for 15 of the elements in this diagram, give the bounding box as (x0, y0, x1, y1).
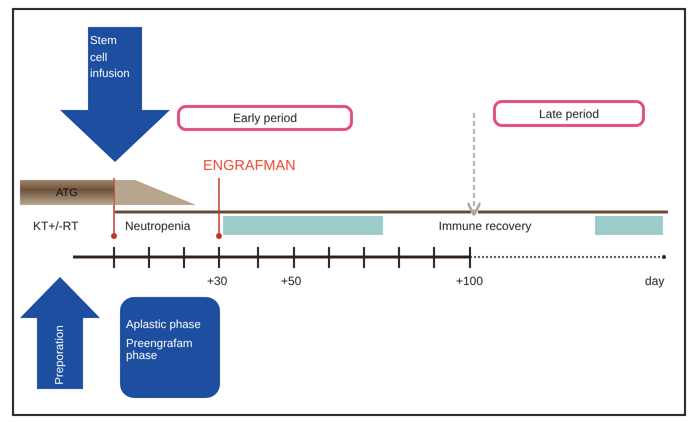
phase-label: Neutropenia (125, 219, 190, 233)
arrow-label: Preporation (54, 324, 66, 387)
treatment-band: ATG (20, 180, 114, 205)
arrow (466, 113, 482, 217)
tick-label: +100 (456, 274, 484, 288)
arrow-label: Stem cell infusion (90, 34, 131, 82)
period-box: Late period (493, 100, 645, 127)
phase-label: KT+/-RT (33, 219, 78, 233)
phase-box: Aplastic phase Preengrafam phase (120, 297, 220, 398)
event-label: ENGRAFMAN (203, 158, 296, 174)
tick-label: day (645, 274, 664, 288)
period-box: Early period (177, 105, 353, 131)
phase-label: Immune recovery (425, 214, 545, 238)
tick-label: +50 (281, 274, 302, 288)
tick-label: +30 (207, 274, 228, 288)
